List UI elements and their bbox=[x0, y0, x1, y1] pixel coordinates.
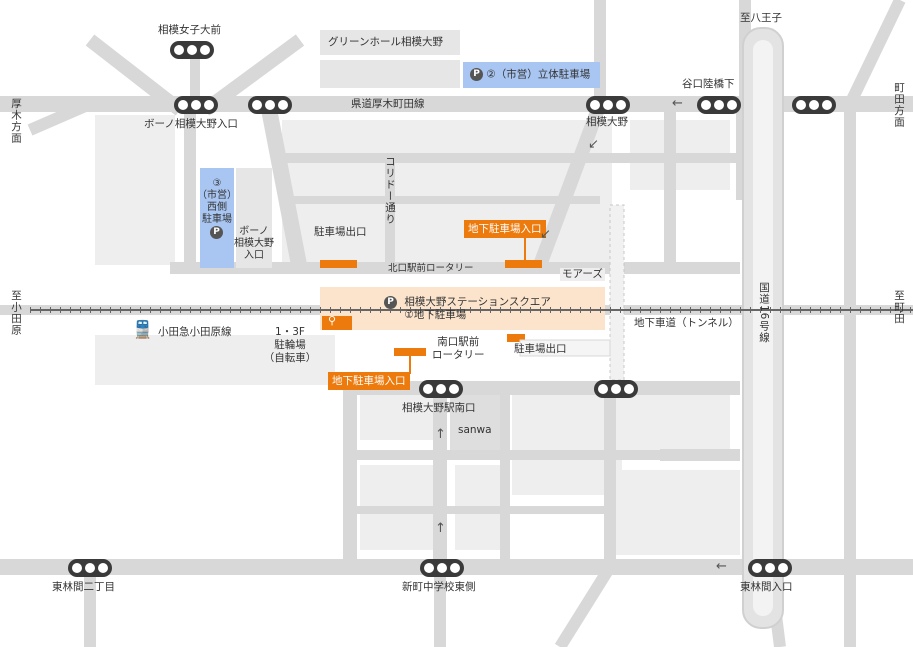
intersection-sagami-ono: 相模大野 bbox=[586, 116, 628, 128]
parking-icon: P bbox=[384, 296, 397, 309]
signal-sagami-ono bbox=[586, 96, 630, 114]
direction-hachioji: 至八王子 bbox=[740, 12, 782, 24]
south-rotary-label: 南口駅前 ロータリー bbox=[432, 336, 485, 361]
municipal-3-parking bbox=[200, 168, 234, 268]
signal-south-exit bbox=[419, 380, 463, 398]
green-hall-label: グリーンホール相模大野 bbox=[328, 36, 443, 48]
intersection-yaguchi: 谷口陸橋下 bbox=[682, 78, 735, 90]
station-square-label-wrap: P 相模大野ステーションスクエア ①地下駐車場 bbox=[384, 296, 551, 322]
arrow-down-left-icon: ↙ bbox=[540, 227, 551, 242]
intersection-south-exit: 相模大野駅南口 bbox=[402, 402, 476, 414]
arrow-down-left-icon: ↙ bbox=[588, 137, 599, 152]
municipal-2-label-wrap: P ②（市営）立体駐車場 bbox=[470, 68, 590, 82]
underground-entrance-north-tag: 地下駐車場入口 bbox=[464, 220, 546, 238]
signal-bono-west bbox=[174, 96, 218, 114]
parking-icon: P bbox=[470, 68, 483, 81]
signal-south-east bbox=[594, 380, 638, 398]
south-rotary bbox=[519, 339, 611, 357]
sanwa-label: sanwa bbox=[458, 424, 492, 436]
parking-markers bbox=[320, 260, 542, 356]
underground-road-label: 地下車道（トンネル） bbox=[634, 317, 739, 329]
intersection-higashirinkan-2: 東林間二丁目 bbox=[52, 581, 115, 593]
signal-bono-east bbox=[248, 96, 292, 114]
municipal-3-label: ③ （市営） 西側 駐車場 bbox=[197, 178, 237, 225]
direction-machida-dir: 町田方面 bbox=[893, 82, 905, 128]
arrow-up-icon: ↑ bbox=[435, 521, 446, 536]
direction-odawara: 至小田原 bbox=[10, 290, 22, 336]
signal-higashirinkan-iriguchi bbox=[748, 559, 792, 577]
direction-atsugi: 厚木方面 bbox=[10, 98, 22, 144]
signal-higashirinkan-2 bbox=[68, 559, 112, 577]
intersection-joshidai: 相模女子大前 bbox=[158, 24, 221, 36]
arrow-left-icon: ← bbox=[716, 559, 727, 574]
municipal-2-parking bbox=[463, 62, 600, 88]
intersection-shinmachi: 新町中学校東側 bbox=[402, 581, 476, 593]
intersection-higashirinkan-iriguchi: 東林間入口 bbox=[740, 581, 793, 593]
municipal-2-label: ②（市営）立体駐車場 bbox=[486, 68, 591, 81]
direction-machida: 至町田 bbox=[893, 290, 905, 325]
station-building bbox=[320, 287, 605, 330]
green-hall-building bbox=[320, 30, 460, 55]
tunnel bbox=[609, 204, 625, 381]
bono-block bbox=[236, 168, 272, 268]
bono-building-label: ボーノ 相模大野 入口 bbox=[234, 226, 274, 261]
municipal-3-icon-wrap: P bbox=[210, 226, 223, 240]
moas-label: モアーズ bbox=[560, 268, 605, 281]
signal-east bbox=[792, 96, 836, 114]
bicycle-parking-marker bbox=[322, 316, 352, 330]
underground-entrance-south-tag: 地下駐車場入口 bbox=[328, 372, 410, 390]
north-exit-parking-label: 駐車場出口 bbox=[314, 226, 367, 238]
south-exit-parking-label: 駐車場出口 bbox=[514, 343, 567, 355]
intersection-bono-iriguchi: ボーノ相模大野入口 bbox=[144, 118, 238, 130]
train-icon: 🚆 bbox=[132, 320, 154, 340]
signal-joshidai bbox=[170, 41, 214, 59]
route16-label: 国道16号線 bbox=[758, 282, 770, 344]
station-square-label: 相模大野ステーションスクエア ①地下駐車場 bbox=[404, 296, 551, 321]
signal-yaguchi bbox=[697, 96, 741, 114]
municipal-2-block bbox=[320, 60, 460, 88]
odakyu-label: 小田急小田原線 bbox=[158, 326, 232, 338]
bicycle-parking-label: 1・3F 駐輪場 （自転車） bbox=[263, 326, 317, 364]
corridor-label: コリドー通り bbox=[384, 156, 396, 225]
prefectural-road-label: 県道厚木町田線 bbox=[348, 98, 428, 111]
arrow-left-icon: ← bbox=[672, 96, 683, 111]
parking-icon: P bbox=[210, 226, 223, 239]
arrow-up-icon: ↑ bbox=[435, 427, 446, 442]
bicycle-icon: ⚲ bbox=[328, 314, 337, 327]
city-blocks bbox=[95, 115, 740, 555]
north-rotary-label: 北口駅前ロータリー bbox=[388, 263, 474, 274]
signal-shinmachi bbox=[420, 559, 464, 577]
